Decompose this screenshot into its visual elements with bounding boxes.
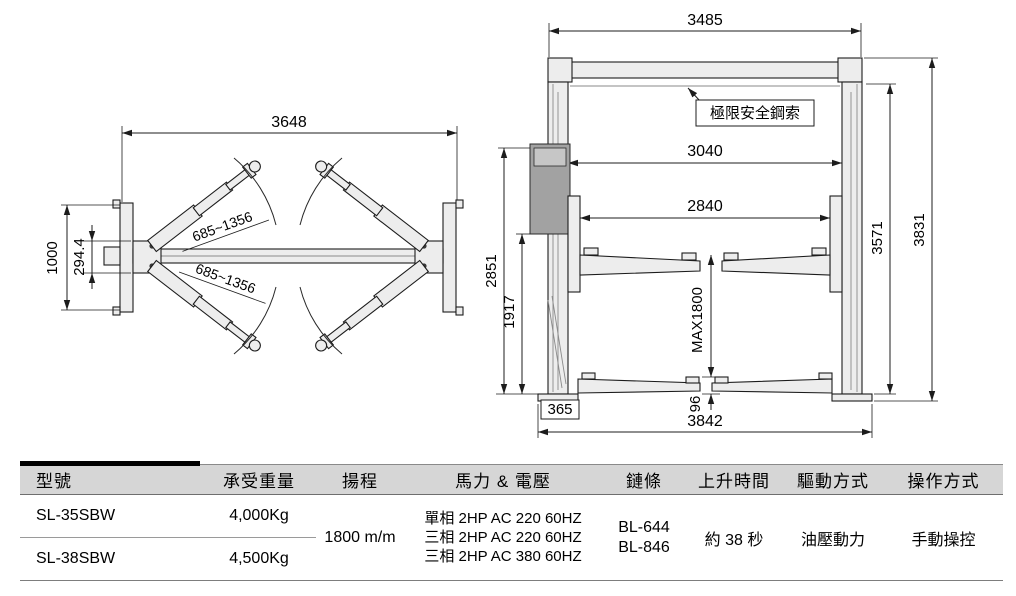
- table-accent-bar: [20, 461, 200, 466]
- left-height-1-label: 2851: [483, 254, 500, 287]
- arm-reach-lower-label: 685~1356: [194, 260, 259, 297]
- dim-total-height: 3831: [864, 57, 938, 402]
- left-lift-carriage: [567, 195, 581, 293]
- rise-time-value: 約 38 秒: [704, 531, 764, 549]
- dim-plate-height: 1000: [44, 204, 120, 311]
- power-option: 單相 2HP AC 220 60HZ: [424, 510, 582, 527]
- table-row: SL-35SBW 4,000Kg 1800 m/m 單相 2HP AC 220 …: [20, 494, 1003, 565]
- model-name: SL-35SBW: [20, 494, 202, 538]
- col-header-drive: 驅動方式: [782, 464, 884, 495]
- carriage-height-label: 294.4: [71, 238, 88, 276]
- top-view-diagram: 3648 1000 294.4: [44, 114, 464, 355]
- dim-inner-width: 3040: [568, 143, 842, 167]
- swing-arm-upper-right: [315, 160, 430, 253]
- right-base-plate: [831, 393, 873, 402]
- right-post: [841, 81, 863, 395]
- safety-cable-callout: 極限安全鋼索: [687, 87, 815, 127]
- model-name: SL-38SBW: [36, 550, 116, 567]
- dim-top-width: 3485: [548, 12, 862, 57]
- col-header-rise-time: 上升時間: [686, 464, 782, 495]
- spec-table: 型號 承受重量 揚程 馬力 & 電壓 鏈條 上升時間 驅動方式 操作方式 SL-…: [20, 464, 1003, 581]
- right-mount-plate: [442, 199, 464, 316]
- power-option: 三相 2HP AC 380 60HZ: [424, 548, 582, 565]
- operation-method-value: 手動操控: [911, 531, 976, 549]
- model-capacity: 4,000Kg: [202, 494, 316, 538]
- left-mount-plate: [103, 199, 134, 316]
- plate-height-label: 1000: [44, 241, 61, 274]
- dim-pad-height: 96: [687, 376, 720, 413]
- spec-table-section: 型號 承受重量 揚程 馬力 & 電壓 鏈條 上升時間 驅動方式 操作方式 SL-…: [20, 461, 1003, 581]
- power-option: 三相 2HP AC 220 60HZ: [424, 529, 582, 546]
- drive-method-value: 油壓動力: [800, 531, 865, 549]
- dim-base-width: 3842: [537, 404, 873, 438]
- under-beam-height-label: 3571: [869, 221, 886, 254]
- right-lift-carriage: [829, 195, 843, 293]
- power-unit-box: [529, 143, 571, 235]
- dim-left-height-1: 2851: [483, 147, 538, 395]
- left-post: [547, 81, 569, 395]
- table-row: SL-38SBW 4,500Kg: [20, 538, 1003, 581]
- arm-swing-arc: [299, 286, 343, 355]
- max-lift-label: MAX1800: [689, 287, 706, 353]
- chain-model: BL-644: [618, 518, 670, 536]
- swing-arm-upper-left: [146, 160, 261, 253]
- dim-arm-span: 2840: [580, 198, 830, 222]
- left-arm-raised: [579, 247, 701, 276]
- dim-under-beam-height: 3571: [866, 83, 896, 395]
- power-options-cell: 單相 2HP AC 220 60HZ 三相 2HP AC 220 60HZ 三相…: [404, 495, 602, 581]
- col-header-power: 馬力 & 電壓: [404, 464, 602, 495]
- pad-height-label: 96: [687, 396, 704, 413]
- dim-base-offset: 365: [540, 399, 580, 420]
- safety-cable-label: 極限安全鋼索: [710, 104, 800, 122]
- right-post-cap: [837, 57, 863, 83]
- overall-width-label: 3648: [271, 114, 307, 131]
- inner-width-label: 3040: [687, 143, 723, 160]
- right-arm-lowered: [711, 372, 833, 394]
- total-height-label: 3831: [911, 213, 928, 246]
- col-header-chain: 鏈條: [602, 464, 686, 495]
- lift-height-value: 1800 m/m: [324, 528, 396, 546]
- dim-carriage-height: 294.4: [71, 225, 131, 289]
- arm-swing-arc: [299, 157, 343, 226]
- model-capacity: 4,500Kg: [229, 550, 289, 567]
- arm-span-label: 2840: [687, 198, 723, 215]
- top-width-label: 3485: [687, 12, 723, 29]
- table-header-row: 型號 承受重量 揚程 馬力 & 電壓 鏈條 上升時間 驅動方式 操作方式: [20, 464, 1003, 495]
- col-header-capacity: 承受重量: [202, 464, 316, 495]
- swing-arm-lower-right: [315, 259, 430, 352]
- left-post-cap: [547, 57, 573, 83]
- front-view-diagram: 3485 極限安全鋼索 3040: [483, 12, 938, 438]
- base-width-label: 3842: [687, 413, 723, 430]
- col-header-lift-height: 揚程: [316, 464, 404, 495]
- arm-swing-arc: [233, 286, 277, 355]
- swing-arm-lower-left: [146, 259, 261, 352]
- technical-drawing: 3648 1000 294.4: [44, 12, 938, 438]
- top-crossbeam: [559, 61, 851, 79]
- chain-model: BL-846: [618, 538, 670, 556]
- arm-swing-arc: [233, 157, 277, 226]
- base-offset-label: 365: [547, 401, 572, 418]
- col-header-model: 型號: [20, 464, 202, 495]
- left-height-2-label: 1917: [501, 295, 518, 328]
- dim-max-lift-height: MAX1800: [689, 255, 715, 377]
- right-arm-raised: [721, 247, 831, 276]
- col-header-operation: 操作方式: [884, 464, 1003, 495]
- left-arm-lowered: [577, 372, 701, 394]
- chain-cell: BL-644 BL-846: [602, 495, 686, 581]
- dim-overall-width: 3648: [121, 114, 458, 202]
- dim-left-height-2: 1917: [501, 233, 530, 394]
